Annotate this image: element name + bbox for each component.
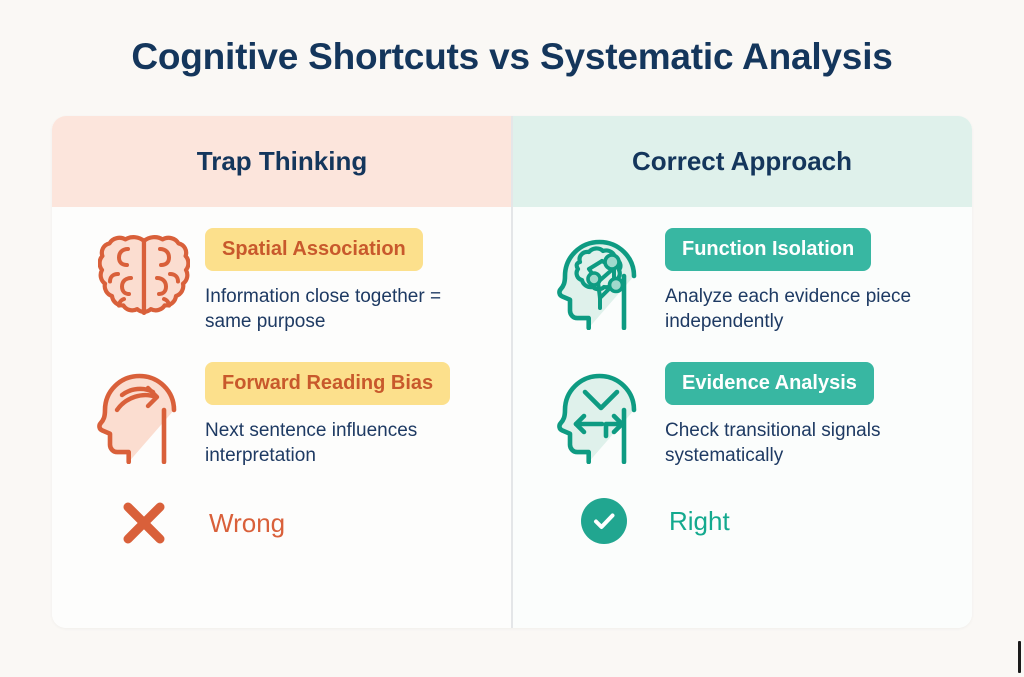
item-description: Analyze each evidence piece independentl…: [665, 286, 912, 333]
item-text: Spatial Association Information close to…: [201, 228, 512, 335]
head-neural-network-icon: [546, 228, 661, 330]
item-description: Next sentence influences interpretation: [205, 419, 418, 466]
list-item: Spatial Association Information close to…: [52, 207, 512, 335]
brain-icon: [86, 228, 201, 330]
item-text: Forward Reading Bias Next sentence influ…: [201, 361, 512, 469]
item-description: Check transitional signals systematicall…: [665, 419, 881, 466]
head-forward-arrow-icon: [86, 362, 201, 464]
check-circle-icon: [546, 498, 661, 545]
x-mark-icon: [86, 498, 201, 548]
comparison-card: Trap Thinking: [52, 116, 972, 628]
check-circle-background: [580, 498, 627, 545]
badge-spatial-association: Spatial Association: [205, 228, 423, 271]
item-text: Function Isolation Analyze each evidence…: [661, 228, 972, 335]
edge-artifact: [1018, 641, 1021, 673]
verdict-right: Right: [512, 498, 972, 545]
trap-thinking-items: Spatial Association Information close to…: [52, 207, 512, 548]
list-item: Evidence Analysis Check transitional sig…: [512, 335, 972, 469]
correct-approach-items: Function Isolation Analyze each evidence…: [512, 207, 972, 545]
badge-evidence-analysis: Evidence Analysis: [665, 361, 874, 405]
column-trap-thinking: Trap Thinking: [52, 116, 512, 628]
badge-forward-reading-bias: Forward Reading Bias: [205, 361, 451, 405]
verdict-label: Wrong: [209, 507, 286, 538]
list-item: Function Isolation Analyze each evidence…: [512, 207, 972, 335]
column-header-trap-thinking: Trap Thinking: [52, 116, 512, 207]
verdict-label: Right: [669, 505, 730, 536]
verdict-wrong: Wrong: [52, 498, 512, 548]
badge-function-isolation: Function Isolation: [665, 228, 872, 271]
column-divider: [511, 116, 513, 628]
head-check-arrows-icon: [546, 362, 661, 464]
item-text: Evidence Analysis Check transitional sig…: [661, 361, 972, 469]
column-correct-approach: Correct Approach: [512, 116, 972, 628]
column-header-correct-approach: Correct Approach: [512, 116, 972, 207]
item-description: Information close together = same purpos…: [205, 286, 442, 333]
list-item: Forward Reading Bias Next sentence influ…: [52, 335, 512, 469]
page-title: Cognitive Shortcuts vs Systematic Analys…: [131, 36, 893, 77]
